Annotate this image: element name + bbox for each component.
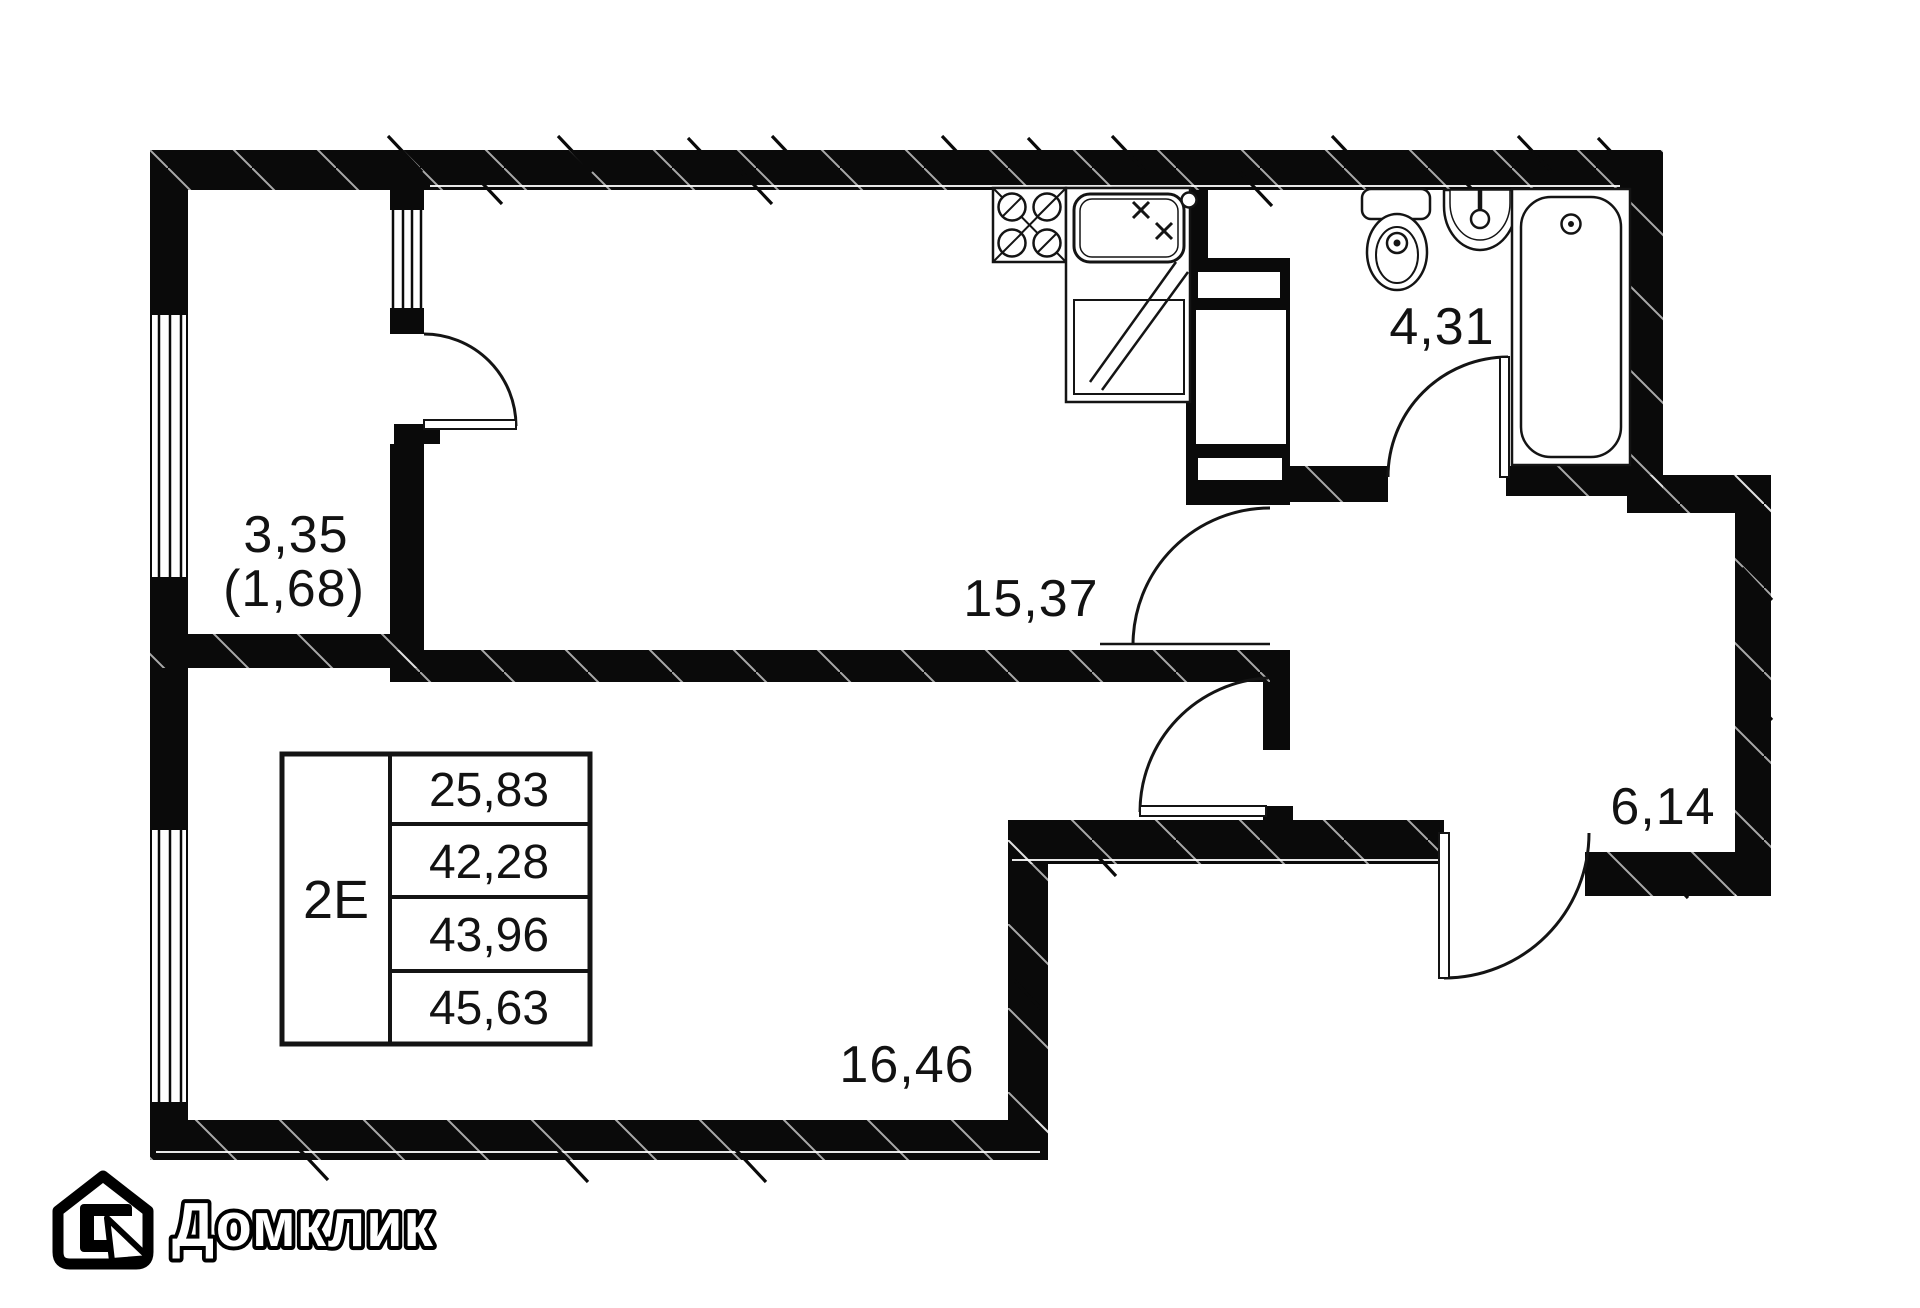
windows <box>152 210 424 1102</box>
door-leaf <box>423 419 517 430</box>
door-kitchen <box>1100 506 1271 646</box>
domclick-house-icon <box>52 1170 154 1270</box>
door-leaf <box>1438 832 1450 979</box>
window-loggia-left <box>152 315 186 577</box>
door-leaf <box>1139 805 1267 817</box>
vent-cell <box>1198 458 1282 480</box>
domclick-logo-text: Домклик <box>172 1191 434 1260</box>
room-area-label-kitchen-living: 15,37 <box>963 570 1098 628</box>
kitchen-sink-icon <box>1064 186 1198 404</box>
area-cell: 43,96 <box>429 909 549 962</box>
room-area-label-loggia: 3,35 <box>243 506 348 564</box>
room-area-label-loggia-reduced: (1,68) <box>223 560 365 618</box>
door-swing-arc <box>1131 506 1271 646</box>
vent-shaft-cells <box>1196 272 1286 480</box>
door-entrance <box>1438 832 1591 980</box>
tap-handles <box>1131 200 1174 241</box>
room-area-label-living-room: 16,46 <box>839 1036 974 1094</box>
washbasin-icon <box>1442 188 1518 252</box>
wall-hatching <box>150 150 1771 1160</box>
cursor-icon <box>104 1215 152 1264</box>
window-living-room-left <box>152 830 186 1102</box>
door-swing-arc <box>1443 832 1591 980</box>
door-leaf <box>1499 356 1510 478</box>
doors <box>423 332 1591 980</box>
area-cell: 45,63 <box>429 982 549 1035</box>
door-bathroom <box>1386 355 1510 478</box>
room-area-label-hallway: 6,14 <box>1610 778 1715 836</box>
wall-segment <box>390 308 424 334</box>
door-swing-arc <box>1386 355 1509 478</box>
toilet-icon <box>1360 187 1432 292</box>
window-loggia-partition <box>390 210 424 308</box>
wall-segment <box>390 190 424 210</box>
vent-cell <box>1196 310 1286 444</box>
door-living-room <box>1138 676 1269 817</box>
area-cell: 42,28 <box>429 836 549 889</box>
door-loggia <box>423 332 518 430</box>
area-cell: 25,83 <box>429 764 549 817</box>
door-swing-arc <box>1138 676 1269 813</box>
room-labels: 3,35 (1,68) 15,37 4,31 6,14 16,46 <box>223 298 1715 1094</box>
domclick-logo: Домклик <box>52 1170 437 1270</box>
vent-cell <box>1198 272 1280 298</box>
wall-segment <box>1186 190 1208 270</box>
stove-icon <box>991 186 1068 264</box>
room-area-label-bathroom: 4,31 <box>1389 298 1494 356</box>
apartment-type-cell: 2Е <box>303 870 369 930</box>
bathtub-icon <box>1510 187 1632 467</box>
area-table: 2Е 25,83 42,28 43,96 45,63 <box>279 751 593 1047</box>
door-swing-arc <box>423 332 518 427</box>
wall-segment <box>390 444 424 654</box>
faucet-icon <box>1180 191 1198 209</box>
